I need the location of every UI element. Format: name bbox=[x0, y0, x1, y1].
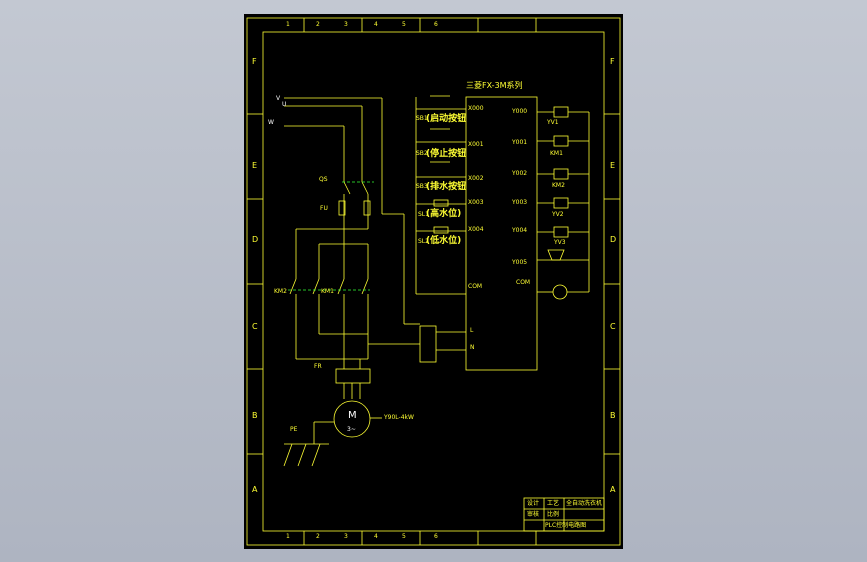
title-block-cell: 比例 bbox=[547, 511, 560, 518]
output-device-yv2: YV2 bbox=[552, 211, 564, 218]
col-label-top: 2 bbox=[316, 21, 320, 28]
row-label-left: C bbox=[252, 322, 258, 331]
row-label-left: A bbox=[252, 485, 258, 494]
output-device-km1: KM1 bbox=[550, 150, 563, 157]
line-label-u: U bbox=[282, 101, 287, 108]
col-label-bottom: 6 bbox=[434, 533, 438, 540]
input-desc-sb2: (停止按钮 bbox=[426, 149, 467, 159]
title-block-project: 全自动洗衣机 bbox=[566, 500, 603, 507]
plc-output-y002: Y002 bbox=[512, 170, 528, 177]
ground-label: PE bbox=[290, 426, 298, 433]
col-label-top: 5 bbox=[402, 21, 406, 28]
plc-n: N bbox=[470, 344, 475, 351]
row-label-right: F bbox=[610, 57, 615, 66]
plc-input-x003: X003 bbox=[468, 199, 484, 206]
input-tag-sl2: SL2 bbox=[418, 238, 429, 245]
plc-input-x004: X004 bbox=[468, 226, 484, 233]
col-label-top: 1 bbox=[286, 21, 290, 28]
input-desc-sb1: (启动按钮 bbox=[426, 114, 467, 124]
motor-model: Y90L-4kW bbox=[384, 414, 414, 421]
schematic-lines bbox=[246, 17, 621, 546]
plc-title: 三菱FX-3M系列 bbox=[466, 81, 523, 90]
output-device-yv3: YV3 bbox=[554, 239, 566, 246]
breaker-label: QS bbox=[319, 176, 328, 183]
input-tag-sb2: SB2 bbox=[416, 150, 428, 157]
col-label-top: 4 bbox=[374, 21, 378, 28]
plc-input-x002: X002 bbox=[468, 175, 484, 182]
input-tag-sb3: SB3 bbox=[416, 183, 428, 190]
output-device-km2: KM2 bbox=[552, 182, 565, 189]
row-label-left: B bbox=[252, 411, 258, 420]
col-label-bottom: 5 bbox=[402, 533, 406, 540]
col-label-top: 6 bbox=[434, 21, 438, 28]
col-label-bottom: 1 bbox=[286, 533, 290, 540]
outer-frame bbox=[246, 17, 621, 546]
fuse-label: FU bbox=[320, 205, 328, 212]
overload-label: FR bbox=[314, 363, 322, 370]
col-label-top: 3 bbox=[344, 21, 348, 28]
input-tag-sb1: SB1 bbox=[416, 115, 428, 122]
plc-input-x001: X001 bbox=[468, 141, 484, 148]
inner-frame bbox=[262, 31, 605, 532]
km2-label: KM2 bbox=[274, 288, 287, 295]
output-device-yv1: YV1 bbox=[547, 119, 559, 126]
plc-l: L bbox=[470, 327, 474, 334]
row-label-right: D bbox=[610, 235, 617, 244]
title-block-cell: 审核 bbox=[527, 511, 540, 518]
line-label-v: V bbox=[276, 95, 281, 102]
row-label-right: B bbox=[610, 411, 616, 420]
row-label-left: F bbox=[252, 57, 257, 66]
title-block-cell: 工艺 bbox=[547, 500, 560, 507]
row-label-right: A bbox=[610, 485, 616, 494]
km1-label: KM1 bbox=[321, 288, 334, 295]
plc-com-in: COM bbox=[468, 283, 483, 290]
input-desc-sb3: (排水按钮 bbox=[426, 182, 467, 192]
row-label-left: D bbox=[252, 235, 259, 244]
motor-phase: 3~ bbox=[347, 426, 356, 433]
row-label-left: E bbox=[252, 161, 258, 170]
col-label-bottom: 2 bbox=[316, 533, 320, 540]
input-desc-sl1: (高水位) bbox=[426, 209, 462, 219]
plc-com-out: COM bbox=[516, 279, 531, 286]
plc-output-y005: Y005 bbox=[512, 259, 528, 266]
col-label-bottom: 3 bbox=[344, 533, 348, 540]
plc-input-x000: X000 bbox=[468, 105, 484, 112]
title-block-cell: 设计 bbox=[527, 500, 540, 507]
input-desc-sl2: (低水位) bbox=[426, 236, 462, 246]
row-label-right: E bbox=[610, 161, 616, 170]
plc-output-y001: Y001 bbox=[512, 139, 528, 146]
plc-output-y003: Y003 bbox=[512, 199, 528, 206]
col-label-bottom: 4 bbox=[374, 533, 378, 540]
line-label-w: W bbox=[268, 119, 274, 126]
row-label-right: C bbox=[610, 322, 616, 331]
motor-label: M bbox=[348, 410, 357, 421]
plc-output-y004: Y004 bbox=[512, 227, 528, 234]
title-block-drawing: PLC控制电路图 bbox=[545, 522, 587, 529]
drawing-sheet: 1 2 3 4 5 6 1 2 3 4 5 6 F E D C B A F E … bbox=[244, 14, 623, 549]
plc-output-y000: Y000 bbox=[512, 108, 528, 115]
input-tag-sl1: SL1 bbox=[418, 211, 429, 218]
